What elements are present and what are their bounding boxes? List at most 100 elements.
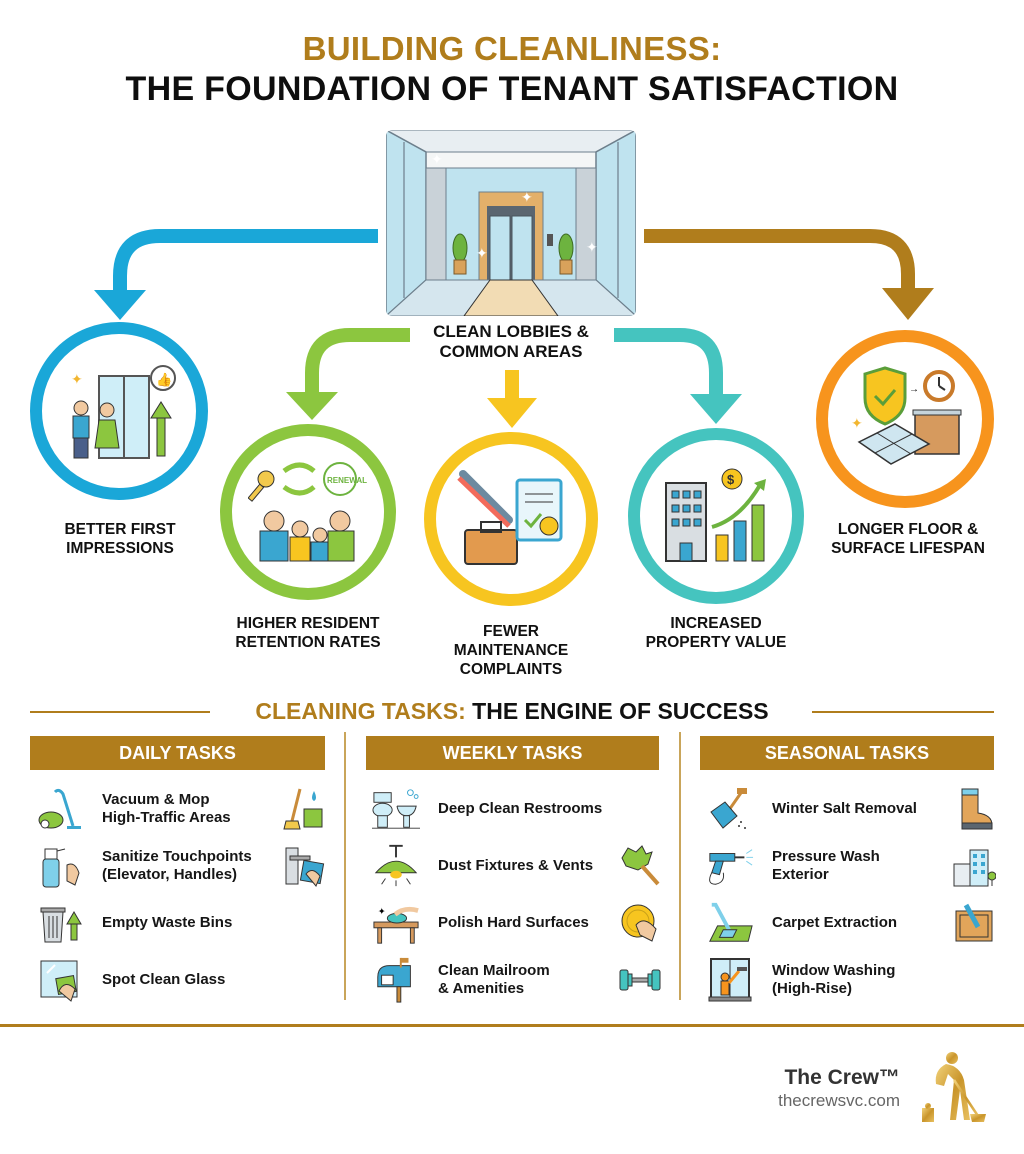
snow-shovel-icon — [706, 785, 754, 833]
task-text: (High-Rise) — [772, 979, 852, 997]
title-line-2: THE FOUNDATION OF TENANT SATISFACTION — [125, 70, 899, 108]
svg-text:→: → — [909, 384, 919, 395]
door-handle-wipe-icon — [282, 844, 326, 888]
svg-text:✦: ✦ — [476, 245, 488, 261]
janitor-sweeping-logo-icon — [920, 1050, 990, 1126]
task-text: Dust Fixtures & Vents — [438, 856, 594, 874]
boot-icon — [952, 787, 996, 831]
task-item: Carpet Extraction — [706, 894, 996, 951]
building-growth-chart-icon: $ — [665, 468, 766, 562]
mailbox-icon — [372, 956, 420, 1004]
benefit-circle-property-value: $ — [628, 428, 804, 604]
benefit-label-lifespan: LONGER FLOOR & SURFACE LIFESPAN — [808, 520, 1008, 558]
svg-text:$: $ — [727, 472, 735, 487]
couple-entering-door-icon: 👍 ✦ — [71, 365, 176, 459]
task-item: Empty Waste Bins — [36, 894, 326, 951]
column-header-seasonal: SEASONAL TASKS — [700, 736, 994, 770]
building-exterior-icon — [952, 844, 996, 888]
tasks-title-gold: CLEANING TASKS: — [255, 698, 466, 724]
mop-bucket-icon — [282, 787, 326, 831]
svg-text:✦: ✦ — [431, 151, 443, 167]
window-washer-icon — [706, 956, 754, 1004]
tasks-title-dark: THE ENGINE OF SUCCESS — [465, 698, 769, 724]
benefit-label-retention: HIGHER RESIDENT RETENTION RATES — [208, 614, 408, 652]
task-item: Clean Mailroom& Amenities — [372, 951, 662, 1008]
task-text: High-Traffic Areas — [102, 808, 231, 826]
column-header-weekly: WEEKLY TASKS — [366, 736, 659, 770]
dumbbell-icon — [618, 958, 662, 1002]
vacuum-icon — [36, 785, 84, 833]
pressure-washer-icon — [706, 842, 754, 890]
column-header-daily: DAILY TASKS — [30, 736, 325, 770]
ceiling-lamp-icon — [372, 842, 420, 890]
task-item: Sanitize Touchpoints(Elevator, Handles) — [36, 837, 326, 894]
title-line-1: BUILDING CLEANLINESS: — [302, 30, 722, 67]
task-text: Window Washing — [772, 961, 896, 979]
benefit-label-maintenance: FEWER MAINTENANCE COMPLAINTS — [411, 622, 611, 679]
task-text: (Elevator, Handles) — [102, 865, 238, 883]
svg-text:✦: ✦ — [378, 906, 386, 917]
benefit-circle-maintenance — [424, 432, 598, 606]
svg-text:✦: ✦ — [851, 415, 863, 431]
lobby-label: CLEAN LOBBIES & COMMON AREAS — [386, 322, 636, 362]
weekly-task-list: Deep Clean Restrooms Dust Fixtures & Ven… — [372, 780, 662, 1008]
polishing-pad-icon — [618, 901, 662, 945]
task-text: Sanitize Touchpoints — [102, 847, 252, 865]
benefit-circle-lifespan: → ✦ — [816, 330, 994, 508]
shield-floor-tile-icon: → ✦ — [851, 366, 962, 465]
trash-bin-icon — [36, 899, 84, 947]
lobby-illustration: ✦ ✦ ✦ ✦ — [386, 130, 636, 316]
benefit-text: IMPRESSIONS — [66, 540, 174, 557]
task-item: ✦ Polish Hard Surfaces — [372, 894, 662, 951]
task-item: Window Washing(High-Rise) — [706, 951, 996, 1008]
column-separator — [344, 732, 346, 1000]
benefit-text: PROPERTY VALUE — [645, 634, 787, 651]
task-item: Dust Fixtures & Vents — [372, 837, 662, 894]
rug-icon — [952, 901, 996, 945]
task-text: Polish Hard Surfaces — [438, 913, 589, 931]
toolbox-clipboard-icon — [457, 470, 563, 565]
task-text: Pressure Wash — [772, 847, 880, 865]
footer-divider — [0, 1024, 1024, 1027]
carpet-extractor-icon — [706, 899, 754, 947]
task-text: Empty Waste Bins — [102, 913, 233, 931]
lobby-label-line2: COMMON AREAS — [439, 342, 583, 361]
benefit-text: COMPLAINTS — [459, 661, 563, 678]
task-text: Exterior — [772, 865, 829, 883]
benefit-label-property-value: INCREASED PROPERTY VALUE — [616, 614, 816, 652]
task-text: & Amenities — [438, 979, 525, 997]
section-divider-left — [30, 711, 210, 713]
task-item: Spot Clean Glass — [36, 951, 326, 1008]
benefit-text: BETTER FIRST — [64, 521, 176, 538]
benefit-circle-retention: RENEWAL — [220, 424, 396, 600]
benefit-text: HIGHER RESIDENT — [236, 615, 380, 632]
flow-arrows — [94, 229, 934, 428]
svg-text:✦: ✦ — [521, 189, 533, 205]
benefit-text: FEWER — [483, 623, 539, 640]
benefit-text: LONGER FLOOR & — [837, 521, 979, 538]
task-item: Winter Salt Removal — [706, 780, 996, 837]
benefit-text: INCREASED — [670, 615, 762, 632]
svg-text:✦: ✦ — [586, 239, 598, 255]
benefit-text: MAINTENANCE — [453, 642, 569, 659]
task-text: Spot Clean Glass — [102, 970, 226, 988]
glass-wipe-icon — [36, 956, 84, 1004]
task-item: Deep Clean Restrooms — [372, 780, 662, 837]
brand-url-link[interactable]: thecrewsvc.com — [778, 1091, 900, 1110]
column-separator — [679, 732, 681, 1000]
lobby-label-line1: CLEAN LOBBIES & — [433, 322, 589, 341]
spray-bottle-icon — [36, 842, 84, 890]
task-text: Vacuum & Mop — [102, 790, 210, 808]
benefit-circle-first-impressions: 👍 ✦ — [30, 322, 208, 500]
svg-text:RENEWAL: RENEWAL — [327, 476, 367, 485]
task-text: Winter Salt Removal — [772, 799, 917, 817]
brand-name: The Crew™ — [784, 1066, 900, 1089]
task-text: Clean Mailroom — [438, 961, 550, 979]
tasks-section-title: CLEANING TASKS: THE ENGINE OF SUCCESS — [0, 698, 1024, 725]
toilet-sink-icon — [372, 785, 420, 833]
feather-duster-icon — [618, 844, 662, 888]
